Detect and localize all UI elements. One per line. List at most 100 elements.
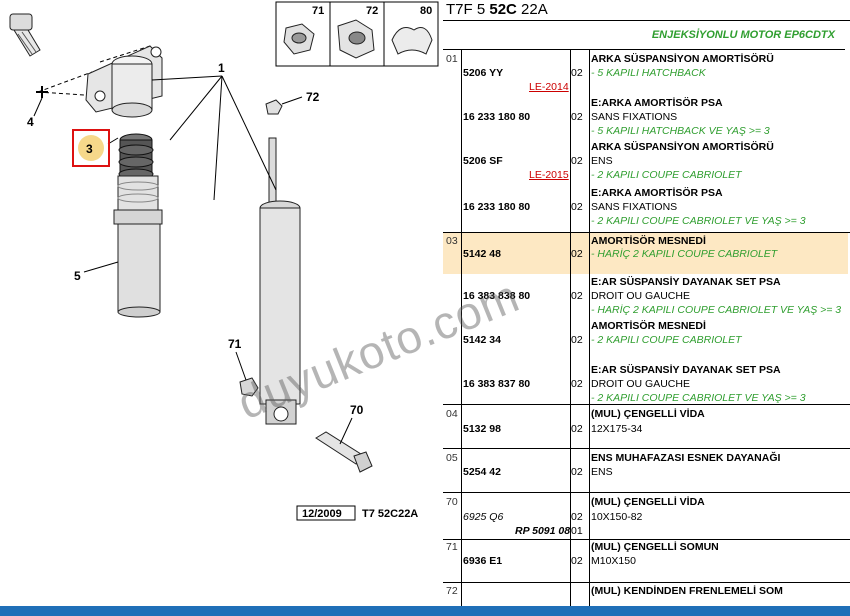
- bottom-bar: [0, 606, 850, 616]
- part-qty: 02: [571, 290, 583, 302]
- part-title: E:AR SÜSPANSİY DAYANAK SET PSA: [591, 276, 781, 288]
- thumbnail-71[interactable]: 71: [275, 1, 331, 67]
- nut-part-72[interactable]: [265, 99, 283, 115]
- group-number: 72: [446, 585, 458, 597]
- callout-5: 5: [74, 269, 81, 283]
- thumbnail-label: 80: [420, 5, 432, 17]
- le-link[interactable]: LE-2014: [529, 81, 569, 93]
- callout-3-highlight[interactable]: 3: [72, 129, 110, 167]
- thumbnail-80[interactable]: 80: [383, 1, 439, 67]
- part-note: - HARİÇ 2 KAPILI COUPE CABRIOLET VE YAŞ …: [591, 304, 842, 316]
- part-qty: 02: [571, 511, 583, 523]
- part-title: ARKA SÜSPANSİYON AMORTİSÖRÜ: [591, 141, 774, 153]
- part-detail: DROIT OU GAUCHE: [591, 290, 690, 302]
- part-note: - HARİÇ 2 KAPILI COUPE CABRIOLET: [591, 248, 778, 260]
- part-title: ARKA SÜSPANSİYON AMORTİSÖRÜ: [591, 53, 774, 65]
- part-detail: 12X175-34: [591, 423, 643, 435]
- part-note: - 5 KAPILI HATCHBACK: [591, 67, 706, 79]
- parts-list-panel: T7F 5 52C 22A ENJEKSİYONLU MOTOR EP6CDTX…: [443, 0, 850, 606]
- part-qty: 02: [571, 155, 583, 167]
- part-reference[interactable]: 6925 Q6: [463, 511, 504, 523]
- part-title: (MUL) ÇENGELLİ VİDA: [591, 496, 705, 508]
- part-reference[interactable]: 5206 YY: [463, 67, 504, 79]
- callout-70: 70: [350, 403, 364, 417]
- header-prefix: T7F 5: [446, 1, 490, 18]
- part-qty: 02: [571, 466, 583, 478]
- part-qty: 02: [571, 378, 583, 390]
- cross-marker-icon: [36, 86, 48, 98]
- part-detail: SANS FIXATIONS: [591, 111, 678, 123]
- callout-4: 4: [27, 115, 34, 129]
- part-note: - 5 KAPILI HATCHBACK VE YAŞ >= 3: [591, 125, 770, 137]
- part-detail: ENS: [591, 466, 613, 478]
- part-reference[interactable]: 16 233 180 80: [463, 201, 531, 213]
- part-reference[interactable]: 5206 SF: [463, 155, 503, 167]
- shock-mount-part-3[interactable]: [85, 45, 163, 118]
- bolt-part-70[interactable]: [315, 431, 373, 473]
- bolt-part-4[interactable]: [9, 13, 41, 57]
- group-number: 01: [446, 53, 458, 65]
- part-title: E:ARKA AMORTİSÖR PSA: [591, 187, 723, 199]
- part-reference[interactable]: 16 383 838 80: [463, 290, 531, 302]
- part-title: E:AR SÜSPANSİY DAYANAK SET PSA: [591, 364, 781, 376]
- part-reference[interactable]: 16 233 180 80: [463, 111, 531, 123]
- thumbnail-label: 71: [312, 5, 324, 17]
- thumbnail-72[interactable]: 72: [329, 1, 385, 67]
- part-title: (MUL) KENDİNDEN FRENLEMELİ SOM: [591, 585, 783, 597]
- part-title: (MUL) ÇENGELLİ VİDA: [591, 408, 705, 420]
- part-qty: 02: [571, 555, 583, 567]
- callout-72: 72: [306, 90, 320, 104]
- part-reference[interactable]: 16 383 837 80: [463, 378, 531, 390]
- part-detail: DROIT OU GAUCHE: [591, 378, 690, 390]
- part-detail: 10X150-82: [591, 511, 643, 523]
- part-title: (MUL) ÇENGELLİ SOMUN: [591, 541, 719, 553]
- part-title: E:ARKA AMORTİSÖR PSA: [591, 97, 723, 109]
- dust-boot-part-5[interactable]: [113, 175, 163, 318]
- replacement-qty: 01: [571, 525, 583, 537]
- group-number: 03: [446, 235, 458, 247]
- part-detail: SANS FIXATIONS: [591, 201, 678, 213]
- diagram-date: 12/2009: [302, 508, 342, 520]
- replacement-ref[interactable]: RP 5091 08: [515, 525, 571, 537]
- selected-row-highlight: [443, 232, 848, 274]
- part-detail: ENS: [591, 155, 613, 167]
- thumbnail-label: 72: [366, 5, 378, 17]
- group-number: 05: [446, 452, 458, 464]
- part-title: AMORTİSÖR MESNEDİ: [591, 235, 706, 247]
- part-qty: 02: [571, 423, 583, 435]
- part-note: - 2 KAPILI COUPE CABRIOLET VE YAŞ >= 3: [591, 392, 806, 404]
- le-link[interactable]: LE-2015: [529, 169, 569, 181]
- group-number: 70: [446, 496, 458, 508]
- part-reference[interactable]: 5254 42: [463, 466, 501, 478]
- engine-label: ENJEKSİYONLU MOTOR EP6CDTX: [443, 22, 845, 50]
- callout-3: 3: [86, 142, 93, 156]
- part-title: AMORTİSÖR MESNEDİ: [591, 320, 706, 332]
- part-qty: 02: [571, 248, 583, 260]
- part-reference[interactable]: 5142 34: [463, 334, 501, 346]
- callout-71: 71: [228, 337, 242, 351]
- part-title: ENS MUHAFAZASI ESNEK DAYANAĞI: [591, 452, 781, 464]
- group-number: 71: [446, 541, 458, 553]
- page-header: T7F 5 52C 22A: [443, 0, 850, 21]
- diagram-code: T7 52C22A: [362, 508, 418, 520]
- part-reference[interactable]: 6936 E1: [463, 555, 503, 567]
- part-qty: 02: [571, 111, 583, 123]
- part-note: - 2 KAPILI COUPE CABRIOLET: [591, 169, 742, 181]
- exploded-parts-diagram: 1 4 3 5 72 71 70 71 72 80 12/2009 T7 52C…: [9, 1, 439, 521]
- shock-absorber-part-1[interactable]: [259, 137, 301, 425]
- header-bold: 52C: [489, 1, 517, 18]
- part-qty: 02: [571, 201, 583, 213]
- diagram-footer: 12/2009 T7 52C22A: [296, 505, 418, 521]
- part-note: - 2 KAPILI COUPE CABRIOLET: [591, 334, 742, 346]
- part-reference[interactable]: 5132 98: [463, 423, 501, 435]
- bump-stop-part[interactable]: [118, 133, 154, 180]
- nut-part-71[interactable]: [239, 377, 259, 397]
- part-detail: M10X150: [591, 555, 636, 567]
- group-number: 04: [446, 408, 458, 420]
- callout-1: 1: [218, 61, 225, 75]
- part-reference[interactable]: 5142 48: [463, 248, 501, 260]
- part-qty: 02: [571, 334, 583, 346]
- part-qty: 02: [571, 67, 583, 79]
- part-note: - 2 KAPILI COUPE CABRIOLET VE YAŞ >= 3: [591, 215, 806, 227]
- header-suffix: 22A: [516, 1, 548, 18]
